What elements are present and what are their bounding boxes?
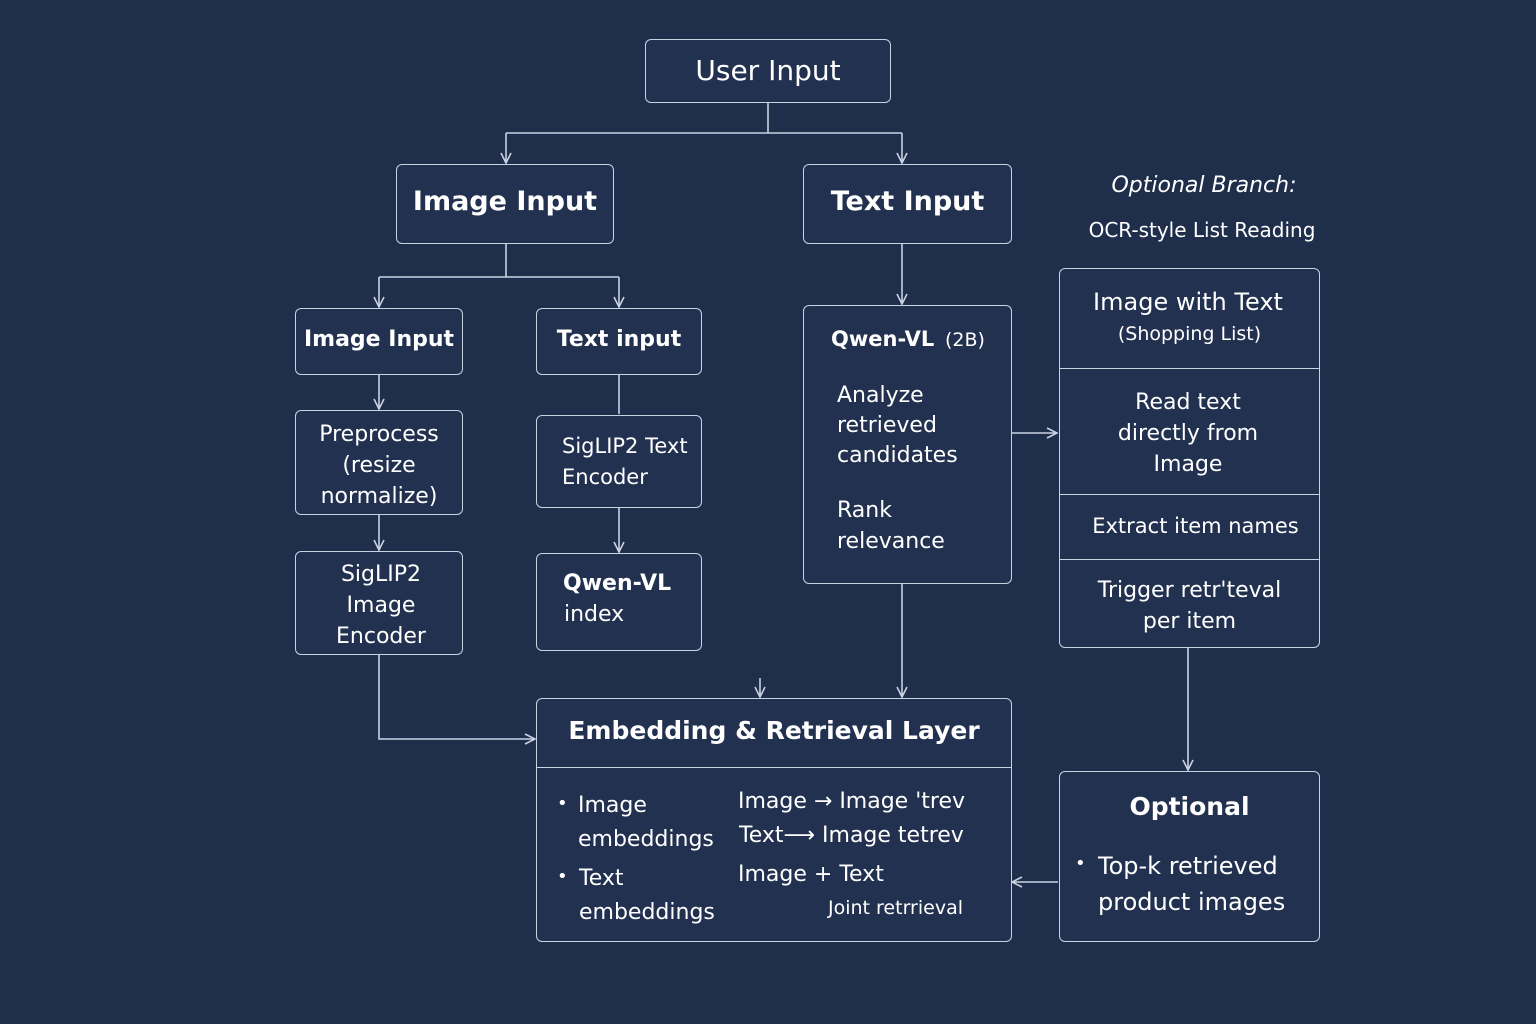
top-k-retrieved-label: Top-k retrieved product images [1098,852,1286,916]
qwen-vl-2b-size: (2B) [945,329,985,351]
image-with-text-label: Image with Text [1093,288,1283,316]
bullet-dot: • [557,793,568,814]
arrow-image-encoder-to-embedding [378,655,535,739]
embedding-layer-title: Embedding & Retrieval Layer [568,716,980,745]
text-input-node [803,164,1012,244]
optional-branch-node [1059,268,1320,648]
trigger-retrieval-label: Trigger retr'teval per item [1097,578,1282,634]
qwen-vl-index-node [536,553,702,651]
text-input-label: Text Input [830,186,985,217]
embedding-layer-divider [536,767,1012,768]
optional-output-title: Optional [1129,792,1250,821]
preprocess-node [295,410,463,515]
embedding-retrieval-layer-node [536,698,1012,942]
read-text-label: Read text directly from Image [1117,390,1259,477]
siglip2-image-encoder-node [295,551,463,655]
qwen-vl-2b-node [803,305,1012,584]
optional-branch-heading: Optional Branch: [1111,173,1297,198]
image-embeddings-label: Image embeddings [578,793,714,852]
shopping-list-label: (Shopping List) [1117,323,1262,345]
text-embeddings-label: Text embeddings [579,866,715,925]
qwen-vl-index-sub: index [564,602,625,627]
image-to-image-label: Image → Image 'trev [738,789,966,814]
optional-branch-divider [1059,559,1320,560]
qwen-vl-2b-rank: Rank relevance [837,498,945,554]
image-input-sub-label: Image Input [303,327,455,352]
optional-branch-divider [1059,368,1320,369]
text-to-image-label: Text⟶ Image tetrev [739,823,964,848]
text-input-sub-node [536,308,702,375]
optional-branch-divider [1059,494,1320,495]
siglip2-text-encoder-label: SigLIP2 Text Encoder [562,434,688,489]
text-input-sub-label: Text input [556,327,682,352]
preprocess-label: Preprocess (resize normalize) [319,422,439,509]
image-input-label: Image Input [412,186,598,217]
siglip2-image-encoder-label: SigLIP2 Image Encoder [336,562,426,649]
qwen-vl-2b-title: Qwen-VL [831,327,935,351]
image-input-sub-node [295,308,463,375]
joint-retrieval-label: Joint retrrieval [828,897,963,919]
image-input-node [396,164,614,244]
bullet-dot: • [557,866,568,887]
extract-item-names-label: Extract item names [1092,514,1299,538]
user-input-node [645,39,891,103]
qwen-vl-index-title: Qwen-VL [563,571,672,596]
user-input-label: User Input [695,54,841,87]
siglip2-text-encoder-node [536,415,702,508]
image-plus-text-label: Image + Text [738,862,884,887]
optional-branch-subheading: OCR-style List Reading [1088,218,1316,242]
qwen-vl-2b-analyze: Analyze retrieved candidates [837,383,958,468]
bullet-dot: • [1075,853,1086,874]
optional-output-node [1059,771,1320,942]
